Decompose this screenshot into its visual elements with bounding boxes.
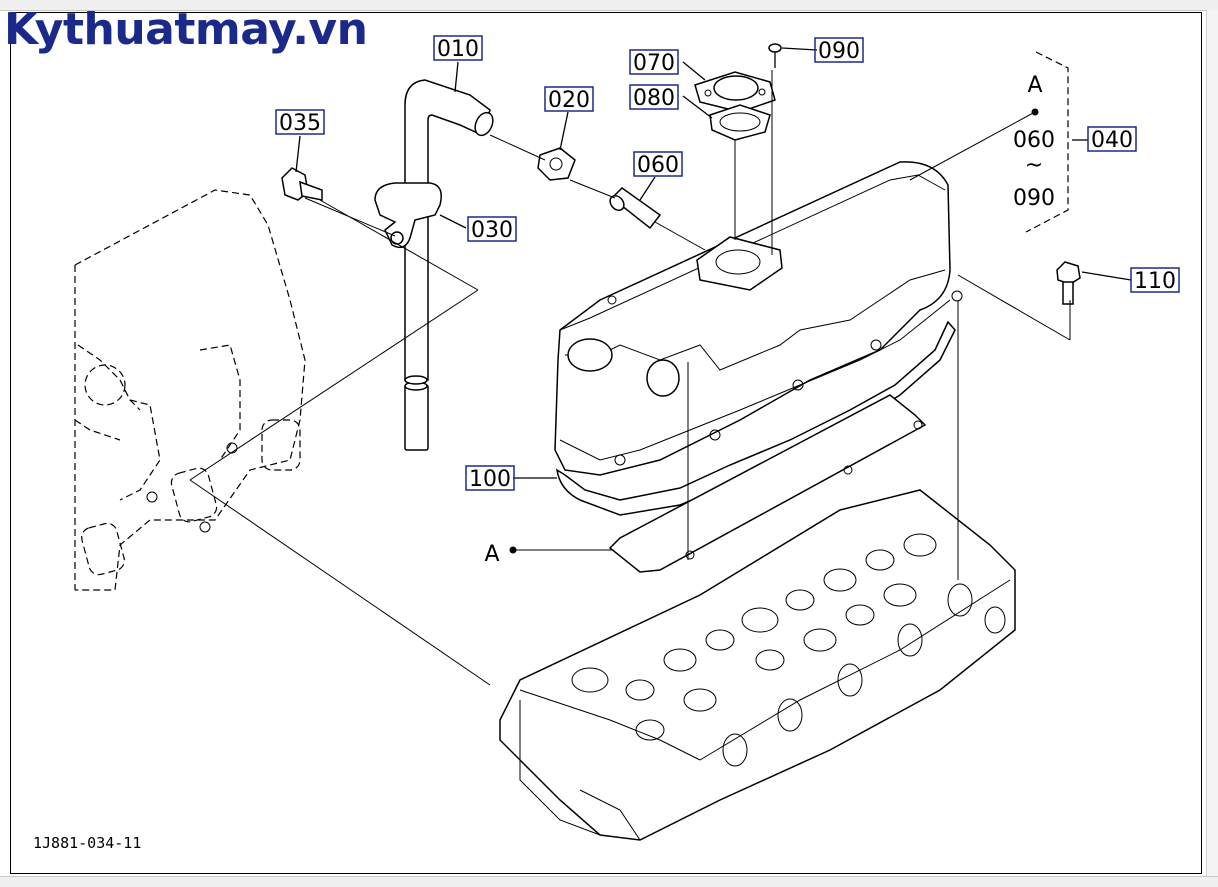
screw-090 bbox=[768, 43, 782, 68]
bolt-110 bbox=[1056, 261, 1081, 305]
part-label-030-text: 030 bbox=[471, 218, 513, 243]
part-label-100[interactable]: 100 bbox=[465, 465, 515, 492]
part-label-090[interactable]: 090 bbox=[814, 37, 864, 64]
hose-clamp-030 bbox=[374, 182, 442, 249]
bolt-035 bbox=[281, 167, 323, 201]
diagram-reference-code: 1J881-034-11 bbox=[33, 834, 141, 852]
part-label-020-text: 020 bbox=[548, 88, 590, 113]
part-label-035-text: 035 bbox=[279, 111, 321, 136]
part-label-035[interactable]: 035 bbox=[275, 109, 325, 136]
ref-a-bottom: A bbox=[484, 542, 499, 567]
part-label-070[interactable]: 070 bbox=[629, 49, 679, 76]
cylinder-head bbox=[499, 489, 1016, 841]
watermark-logo: Kythuatmay.vn bbox=[4, 4, 368, 55]
diagram-frame bbox=[10, 12, 1202, 874]
window-bottom-strip bbox=[0, 876, 1218, 887]
part-label-080-text: 080 bbox=[633, 86, 675, 111]
part-label-010-text: 010 bbox=[437, 37, 479, 62]
part-label-010[interactable]: 010 bbox=[433, 35, 483, 62]
pipe-060 bbox=[609, 187, 662, 230]
part-label-040[interactable]: 040 bbox=[1087, 126, 1137, 153]
ref-a-top: A bbox=[1027, 73, 1042, 98]
part-label-090-text: 090 bbox=[818, 39, 860, 64]
part-label-110-text: 110 bbox=[1134, 269, 1176, 294]
vertical-scrollbar[interactable] bbox=[1206, 10, 1218, 886]
part-label-060[interactable]: 060 bbox=[633, 151, 683, 178]
part-label-100-text: 100 bbox=[469, 467, 511, 492]
range-start: 060 bbox=[1013, 128, 1055, 153]
part-label-060-text: 060 bbox=[637, 153, 679, 178]
intake-manifold-outline bbox=[74, 189, 306, 591]
part-label-070-text: 070 bbox=[633, 51, 675, 76]
part-label-040-text: 040 bbox=[1091, 128, 1133, 153]
range-separator: ~ bbox=[1025, 153, 1043, 178]
range-end: 090 bbox=[1013, 186, 1055, 211]
cylinder-head-cover bbox=[554, 161, 963, 476]
part-label-110[interactable]: 110 bbox=[1130, 267, 1180, 294]
leader-lines bbox=[189, 47, 1132, 686]
hose-clip-020 bbox=[537, 147, 576, 181]
baffle-plate bbox=[608, 394, 927, 573]
part-label-030[interactable]: 030 bbox=[467, 216, 517, 243]
oil-filler-cap-070 bbox=[694, 71, 776, 113]
part-label-020[interactable]: 020 bbox=[544, 86, 594, 113]
cylinder-head-ports bbox=[571, 533, 1006, 767]
window-top-strip bbox=[0, 0, 1218, 11]
breather-hose-010 bbox=[404, 79, 494, 451]
gasket-080 bbox=[709, 104, 771, 141]
part-label-080[interactable]: 080 bbox=[629, 84, 679, 111]
